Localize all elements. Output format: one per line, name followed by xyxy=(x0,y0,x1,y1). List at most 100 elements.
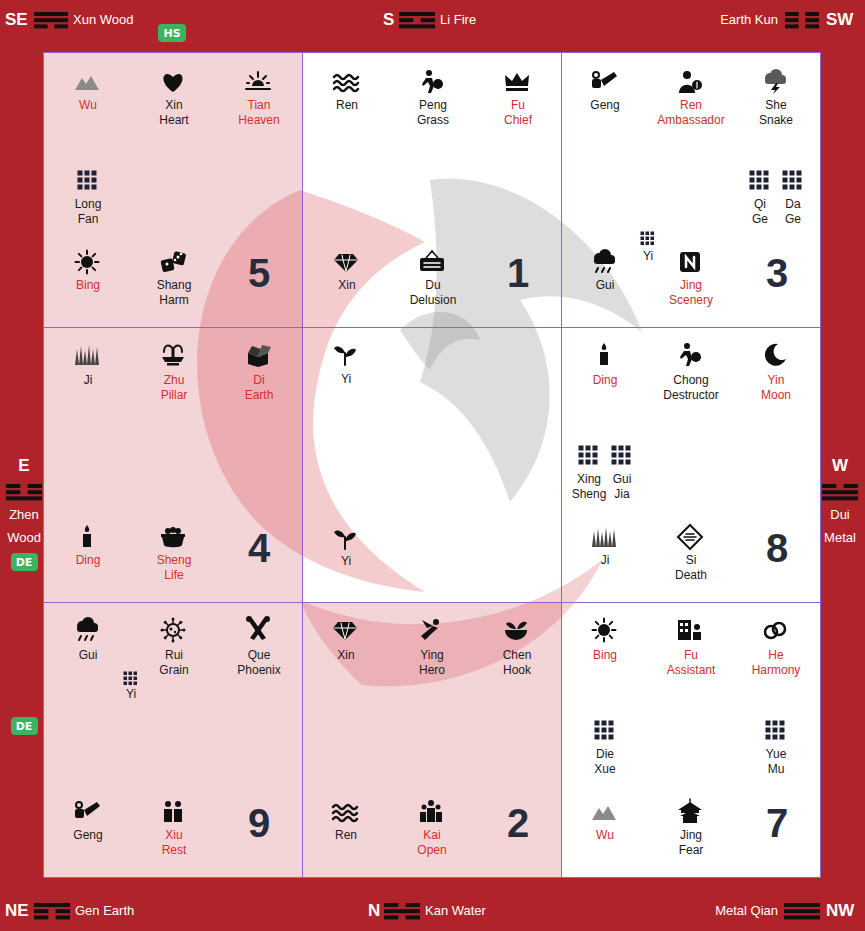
icon-part xyxy=(78,171,83,176)
icon-part xyxy=(684,534,696,540)
symbol-icon xyxy=(164,801,182,822)
trigram-bar xyxy=(34,909,48,913)
symbol-icon xyxy=(679,71,702,93)
cell-label: Geng xyxy=(73,828,102,843)
symbol-icon xyxy=(333,622,357,640)
direction-label: Wood xyxy=(7,531,41,545)
icon-part xyxy=(79,254,81,256)
trigram-bar xyxy=(406,903,420,907)
icon-part xyxy=(678,802,702,810)
trigram-bar xyxy=(822,496,858,500)
icon-part xyxy=(685,623,688,626)
icon-part xyxy=(764,185,769,190)
icon-part xyxy=(85,178,90,183)
cell-label: Di Earth xyxy=(245,373,274,403)
direction-label: Earth Kun xyxy=(720,13,778,27)
icon-part xyxy=(258,345,271,357)
cell-label: Ji xyxy=(84,373,93,388)
icon-part xyxy=(610,622,612,624)
icon-part xyxy=(421,626,438,640)
icon-part xyxy=(172,251,187,266)
icon-part xyxy=(596,636,598,638)
icon-part xyxy=(602,735,607,740)
cell-label: Wu xyxy=(596,828,614,843)
icon-part xyxy=(162,537,184,547)
trigram-bar xyxy=(6,496,42,500)
cell-label: Shang Harm xyxy=(157,278,192,308)
cell-label: Jing Fear xyxy=(679,828,704,858)
icon-part xyxy=(75,76,99,90)
icon-part xyxy=(179,621,182,624)
symbol-icon xyxy=(333,805,357,821)
icon-part xyxy=(161,534,185,537)
icon-part xyxy=(85,171,90,176)
icon-part xyxy=(609,735,614,740)
icon-part xyxy=(595,735,600,740)
palace-cell: YiYi xyxy=(302,327,562,603)
symbol-icon xyxy=(83,525,91,547)
cell-label: Xin Heart xyxy=(159,98,188,128)
palace-number: 1 xyxy=(507,253,529,293)
icon-part xyxy=(247,72,269,83)
symbol-icon xyxy=(246,72,270,89)
cell-label: Fu Assistant xyxy=(667,648,716,678)
icon-part xyxy=(680,811,700,816)
icon-part xyxy=(172,640,175,643)
icon-part xyxy=(424,263,440,267)
icon-part xyxy=(134,677,138,681)
icon-part xyxy=(680,623,683,626)
direction-label: SE xyxy=(5,11,28,30)
icon-part xyxy=(683,816,697,823)
symbol-icon xyxy=(600,343,608,365)
icon-part xyxy=(680,351,692,366)
icon-part xyxy=(129,672,133,676)
symbol-icon xyxy=(162,345,184,365)
cell-label: Ren xyxy=(335,828,357,843)
status-badge: DE xyxy=(11,553,38,571)
trigram-bar xyxy=(399,18,413,22)
icon-part xyxy=(602,721,607,726)
icon-part xyxy=(334,75,358,79)
icon-part xyxy=(333,817,357,821)
icon-part xyxy=(420,258,444,271)
icon-part xyxy=(129,677,133,681)
icon-part xyxy=(757,178,762,183)
symbol-icon xyxy=(248,345,271,367)
icon-part xyxy=(75,345,99,365)
direction-label: Metal Qian xyxy=(715,904,778,918)
icon-part xyxy=(773,721,778,726)
icon-part xyxy=(765,344,786,366)
cell-label: Yi xyxy=(643,249,653,264)
icon-part xyxy=(593,629,597,631)
icon-part xyxy=(773,735,778,740)
icon-part xyxy=(619,446,624,451)
symbol-icon xyxy=(505,73,529,91)
icon-part xyxy=(773,728,778,733)
direction-label: NW xyxy=(826,902,854,921)
symbol-icon xyxy=(612,446,631,465)
icon-part xyxy=(422,78,434,93)
icon-part xyxy=(344,537,346,549)
icon-part xyxy=(651,237,655,241)
icon-part xyxy=(93,254,95,256)
icon-part xyxy=(586,453,591,458)
trigram-bar xyxy=(399,12,435,16)
icon-part xyxy=(592,79,601,88)
cell-label: Rui Grain xyxy=(159,648,188,678)
icon-part xyxy=(683,71,691,79)
icon-part xyxy=(433,79,443,89)
trigram-bar xyxy=(28,490,42,494)
icon-part xyxy=(765,78,786,84)
icon-part xyxy=(81,256,93,268)
icon-part xyxy=(246,616,252,622)
icon-part xyxy=(780,728,785,733)
symbol-icon xyxy=(765,344,786,366)
palace-number: 8 xyxy=(766,528,788,568)
icon-part xyxy=(134,672,138,676)
trigram-bar xyxy=(844,484,858,488)
icon-part xyxy=(766,735,771,740)
icon-part xyxy=(619,453,624,458)
cell-label: Da Ge xyxy=(785,197,801,227)
direction-label: Dui xyxy=(830,508,850,522)
symbol-icon xyxy=(783,171,802,190)
